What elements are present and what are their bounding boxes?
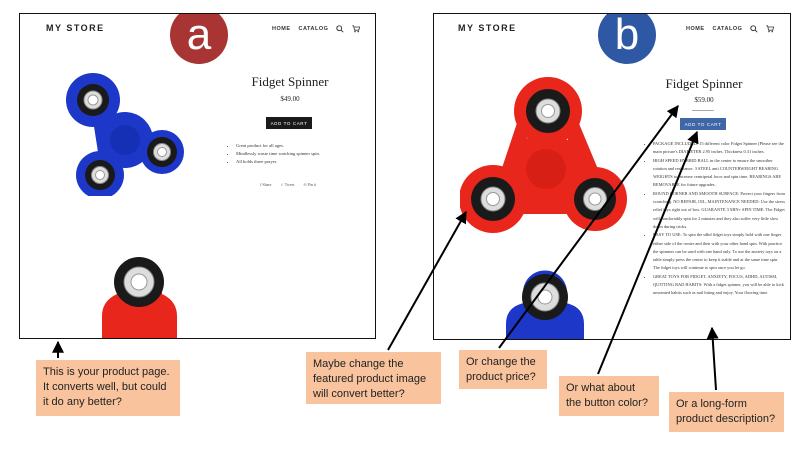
cart-icon[interactable] [766,25,775,33]
add-to-cart-button[interactable]: ADD TO CART [266,117,312,129]
long-description: PACKAGE INCLUDED: 15 different color Fid… [644,140,785,298]
main-nav: HOME CATALOG [272,25,361,33]
feature-item: Great product for all ages. [236,142,371,150]
product-image-red-spinner[interactable] [460,74,630,234]
product-price: $49.00 [280,95,300,103]
description-item: HIGH SPEED HYBRID BALL in the center to … [653,157,785,190]
product-image-blue-spinner[interactable] [63,70,185,196]
search-icon[interactable] [750,25,758,33]
product-title: Fidget Spinner [251,74,329,89]
description-item: GREAT TOYS FOR FIDGET, ANXIETY, FOCUS, A… [653,273,785,298]
feature-item: All holds three prayer. [236,158,371,166]
add-to-cart-button[interactable]: ADD TO CART [680,118,726,130]
share-links: f Share ✓ Tweet ℗ Pin it [260,182,316,187]
store-logo[interactable]: MY STORE [458,23,517,33]
share-pinterest-link[interactable]: ℗ Pin it [303,182,317,187]
product-page-a: MY STORE a HOME CATALOG Fidget Sp [19,13,376,339]
variant-badge-label: b [614,13,640,59]
nav-home[interactable]: HOME [272,26,291,32]
callout-product-page: This is your product page. It converts w… [36,360,180,416]
store-logo[interactable]: MY STORE [46,23,105,33]
price-divider [692,110,714,111]
product-title: Fidget Spinner [665,76,743,91]
share-label: Share [262,182,272,187]
share-facebook-link[interactable]: f Share [260,182,272,187]
cart-icon[interactable] [352,25,361,33]
variant-badge-label: a [186,13,212,59]
variant-badge-b: b [598,13,656,64]
nav-catalog[interactable]: CATALOG [712,26,743,32]
pin-label: Pin it [307,182,317,187]
feature-item: Mindlessly waste time watching spinner s… [236,150,371,158]
search-icon[interactable] [336,25,344,33]
tweet-label: Tweet [284,182,295,187]
product-page-b: MY STORE b HOME CATALOG Fidget Spinner $… [433,13,791,340]
share-twitter-link[interactable]: ✓ Tweet [280,182,295,187]
description-item: PACKAGE INCLUDED: 15 different color Fid… [653,140,785,157]
product-price: $59.00 [694,96,714,104]
callout-button-color: Or what about the button color? [559,376,659,416]
product-image-red-spinner[interactable] [72,246,192,339]
callout-featured-image: Maybe change the featured product image … [306,352,441,404]
main-nav: HOME CATALOG [686,25,775,33]
feature-list: Great product for all ages. Mindlessly w… [227,142,371,166]
nav-home[interactable]: HOME [686,26,705,32]
callout-price: Or change the product price? [459,350,547,389]
description-item: EASY TO USE: To spin the sdhd fidget toy… [653,231,785,272]
nav-catalog[interactable]: CATALOG [298,26,329,32]
callout-long-form: Or a long-form product description? [669,392,784,432]
variant-badge-a: a [170,13,228,64]
product-image-blue-spinner[interactable] [486,269,598,340]
description-item: ROUND CORNER AND SMOOTH SURFACE: Protect… [653,190,785,231]
